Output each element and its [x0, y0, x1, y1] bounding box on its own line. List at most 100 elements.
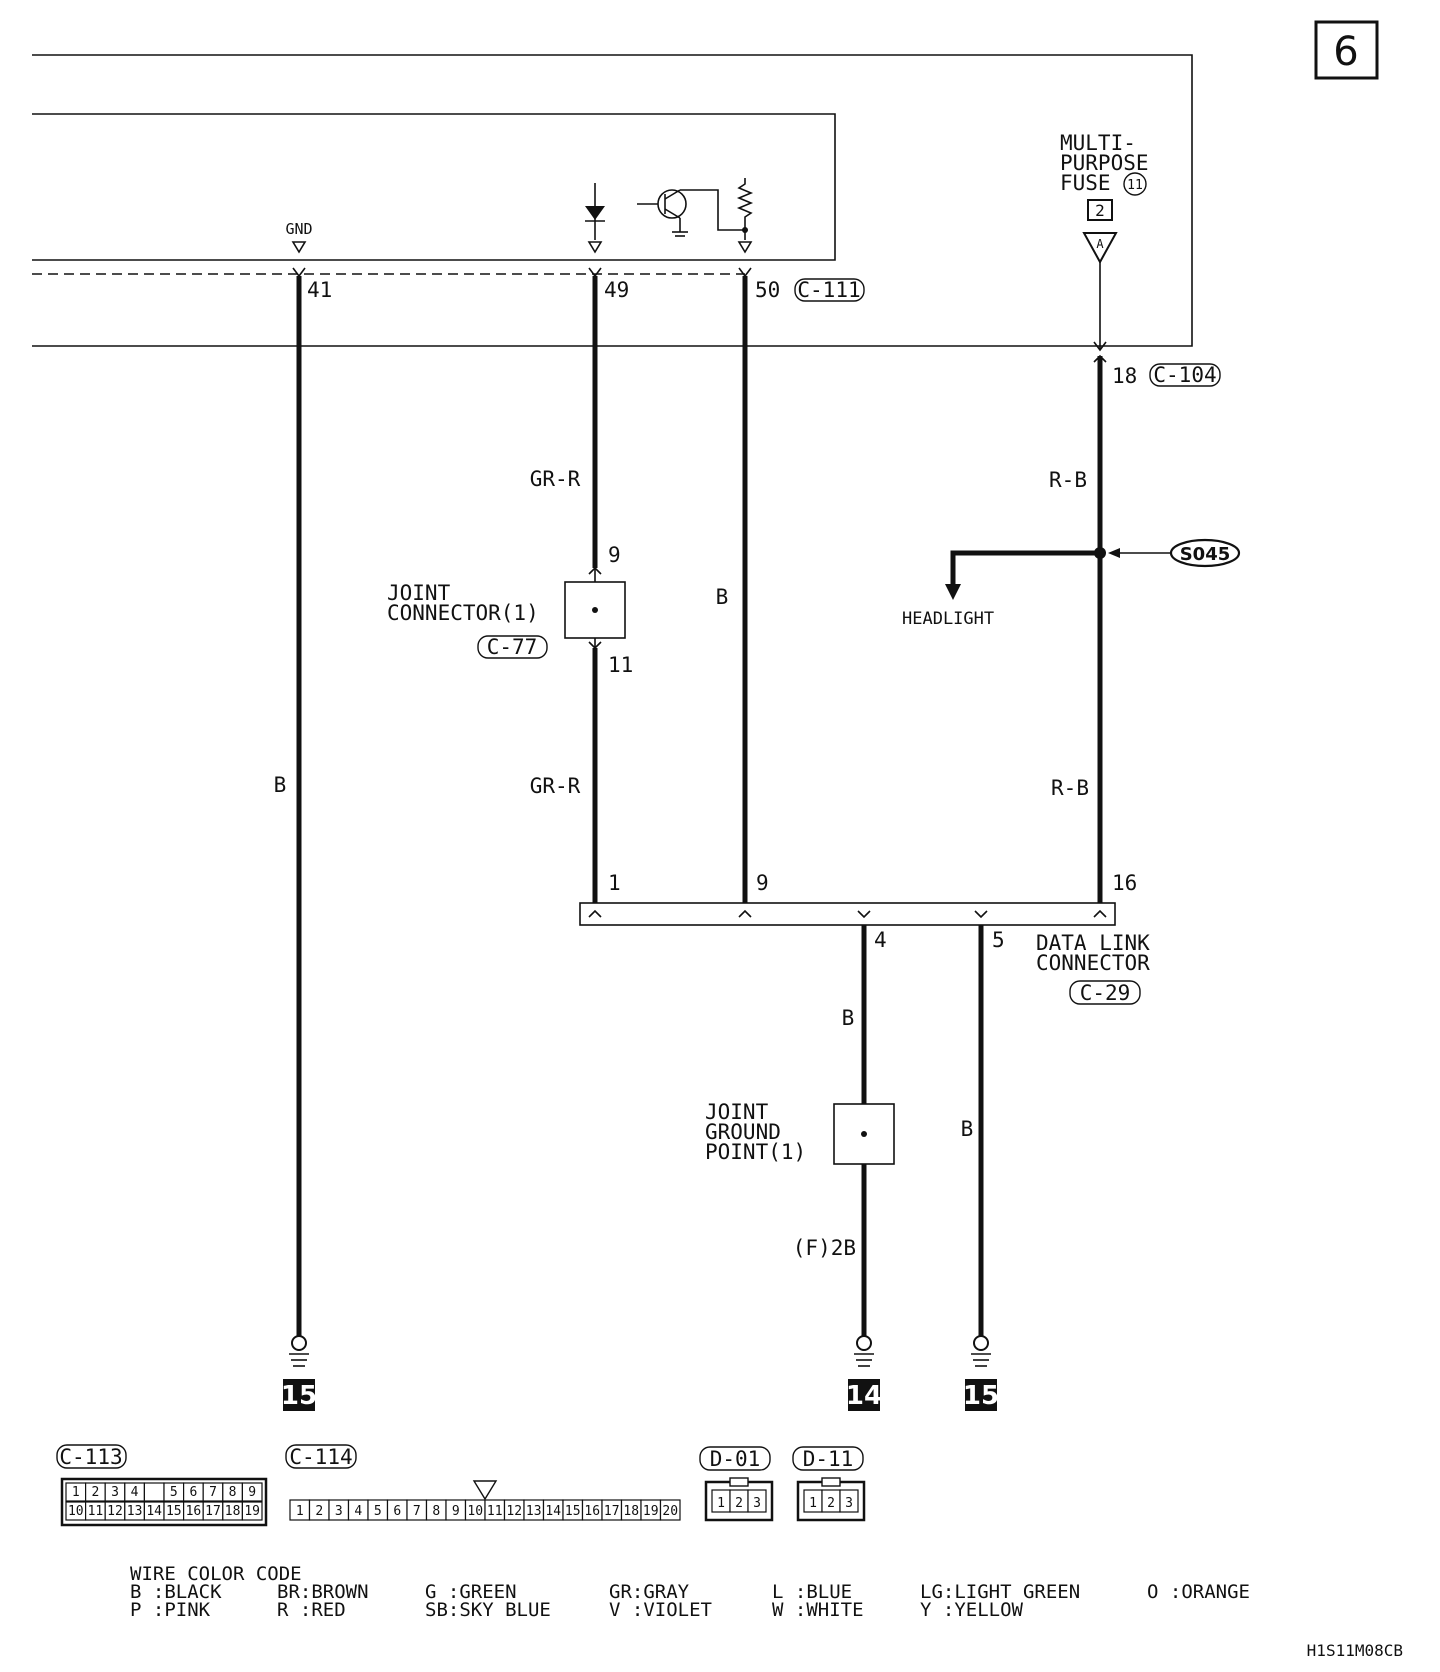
- fuse-triangle-label: A: [1096, 237, 1104, 251]
- c114-pin-label: 1: [296, 1504, 304, 1519]
- c114-pin-label: 7: [413, 1504, 421, 1519]
- dlc-label-1: DATA LINK: [1036, 931, 1150, 955]
- fuse-box-number-frame: [1087, 199, 1113, 221]
- wire-dlc4-color: B: [842, 1006, 855, 1030]
- c113-pin-label: 5: [170, 1485, 178, 1500]
- dlc-pin-1: 1: [608, 871, 621, 895]
- c113-label: C-113: [59, 1445, 122, 1469]
- d01-pin-label: 2: [735, 1496, 743, 1511]
- c113-pin-label: 14: [146, 1504, 162, 1519]
- fuse-number-circle: [1123, 172, 1147, 196]
- color-code-item: O :ORANGE: [1147, 1581, 1250, 1603]
- fuse-pin: 18: [1112, 364, 1137, 388]
- c113-pin-label: 7: [209, 1485, 217, 1500]
- d11-pin-cell: [839, 1489, 859, 1513]
- c113-pin-cell: [241, 1482, 263, 1502]
- c113-pin-cell: [143, 1482, 165, 1502]
- ground-symbol-icon: [289, 1335, 309, 1367]
- page-number: 6: [1333, 29, 1358, 75]
- color-code-item: GR:GRAY: [609, 1581, 690, 1603]
- joint-connector-label-2: CONNECTOR(1): [387, 601, 539, 625]
- c113-pin-label: 16: [186, 1504, 202, 1519]
- c113-pin-label: 1: [72, 1485, 80, 1500]
- color-code-item: P :PINK: [130, 1599, 211, 1621]
- c113-pin-label: 9: [248, 1485, 256, 1500]
- color-code-item: B :BLACK: [130, 1581, 222, 1603]
- ecu-pin-41: 41: [307, 278, 332, 302]
- splice-badge: [1169, 538, 1241, 568]
- color-code-item: Y :YELLOW: [920, 1599, 1024, 1621]
- c114-badge-frame: [285, 1444, 357, 1469]
- d11-label: D-11: [803, 1447, 854, 1471]
- c114-pin-label: 6: [393, 1504, 401, 1519]
- color-code-row-1: B :BLACK BR:BROWN G :GREEN GR:GRAY L :BL…: [130, 1581, 1250, 1603]
- c114-pin-label: 17: [604, 1504, 620, 1519]
- color-code-item: G :GREEN: [425, 1581, 517, 1603]
- c114-pin-label: 20: [662, 1504, 678, 1519]
- c114-pin-label: 15: [565, 1504, 581, 1519]
- wire-dlc5-color: B: [961, 1117, 974, 1141]
- c114-pin-label: 14: [545, 1504, 561, 1519]
- c114-pin-label: 5: [374, 1504, 382, 1519]
- c111-badge-frame: [794, 278, 865, 302]
- dlc-pin-16: 16: [1112, 871, 1137, 895]
- fuse-triangle-icon: [1082, 232, 1118, 265]
- c113-badge-frame: [56, 1444, 127, 1469]
- c77-badge-frame: [477, 635, 548, 659]
- ground-number-3: 15: [963, 1381, 999, 1411]
- fuse-label-1: MULTI-: [1060, 131, 1136, 155]
- fuse-pin-marker: [1093, 341, 1107, 352]
- d01-badge-frame: [699, 1446, 771, 1471]
- c114-pin-label: 10: [467, 1504, 483, 1519]
- wire-dlc4-ground-label: (F)2B: [793, 1236, 856, 1260]
- gnd-arrow-icon: [291, 241, 307, 254]
- c113-pin-cell: [241, 1501, 263, 1521]
- c113-pin-label: 12: [107, 1504, 123, 1519]
- c77-label: C-77: [487, 635, 538, 659]
- ground-number-2: 14: [846, 1381, 882, 1411]
- headlight-branch-wire: [950, 550, 1100, 588]
- document-code: H1S11M08CB: [1307, 1641, 1403, 1660]
- c114-pin-label: 4: [354, 1504, 362, 1519]
- d11-pin-label: 2: [827, 1496, 835, 1511]
- wire-50-color: B: [716, 585, 729, 609]
- c114-pin-label: 12: [506, 1504, 522, 1519]
- color-code-item: W :WHITE: [772, 1599, 864, 1621]
- c104-badge-frame: [1149, 363, 1221, 387]
- ground-symbol-icon: [854, 1335, 874, 1367]
- outer-frame: [32, 54, 1193, 347]
- c114-pin-label: 16: [584, 1504, 600, 1519]
- c114-pin-label: 18: [623, 1504, 639, 1519]
- c114-pin-label: 11: [487, 1504, 503, 1519]
- d11-badge-frame: [792, 1446, 864, 1471]
- dlc-pin-markers: [588, 909, 1107, 919]
- ground-number-box: [965, 1379, 997, 1411]
- c113-pin-label: 10: [68, 1504, 84, 1519]
- c29-label: C-29: [1080, 981, 1131, 1005]
- c114-pin-label: 19: [643, 1504, 659, 1519]
- color-code-item: L :BLUE: [772, 1581, 852, 1603]
- c29-badge-frame: [1069, 980, 1141, 1005]
- gnd-label: GND: [285, 220, 312, 238]
- dlc-pin-9: 9: [756, 871, 769, 895]
- c114-label: C-114: [289, 1445, 352, 1469]
- d11-pin-label: 1: [809, 1496, 817, 1511]
- d01-pin-label: 3: [753, 1496, 761, 1511]
- splice-pointer-arrow-icon: [1108, 548, 1120, 558]
- joint-ground-label-1: JOINT: [705, 1100, 769, 1124]
- joint-connector-1: [564, 566, 626, 650]
- c104-label: C-104: [1153, 363, 1216, 387]
- c113-pin-label: 8: [229, 1485, 237, 1500]
- color-code-item: R :RED: [277, 1599, 346, 1621]
- dlc-pin-5: 5: [992, 928, 1005, 952]
- c113-pin-label: 6: [189, 1485, 197, 1500]
- c113-pin-label: 18: [225, 1504, 241, 1519]
- fuse-number: 11: [1127, 178, 1143, 193]
- fuse-label-3: FUSE: [1060, 171, 1111, 195]
- ecu-pin-markers: [292, 267, 752, 278]
- ecu-box: [32, 113, 836, 261]
- joint-connector-pin-out: 11: [608, 653, 633, 677]
